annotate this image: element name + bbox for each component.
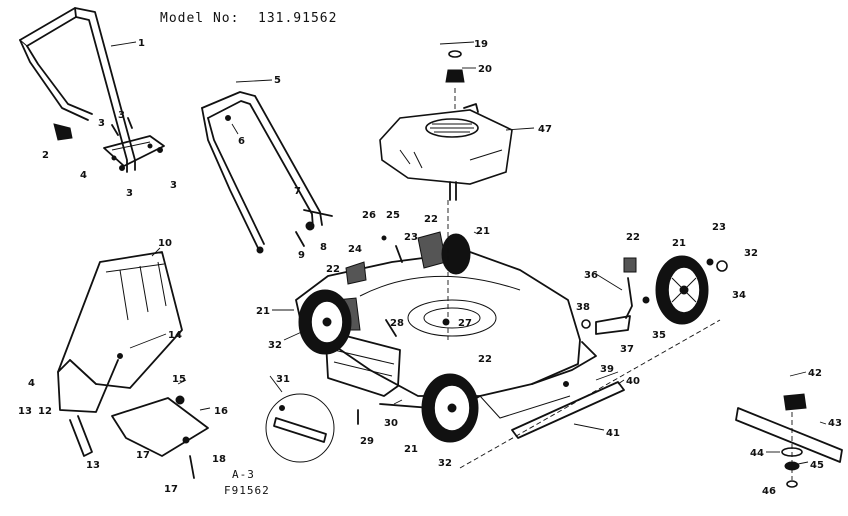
- front-wheel-part: [421, 373, 479, 443]
- blade-assembly-parts-42-46: [735, 393, 843, 488]
- callout-23: 23: [404, 232, 418, 243]
- callout-22: 22: [424, 214, 438, 225]
- handle-fasteners-parts-7-8-9: [295, 209, 333, 247]
- callout-41: 41: [606, 428, 620, 439]
- callout-30: 30: [384, 418, 398, 429]
- callout-39: 39: [600, 364, 614, 375]
- fuel-cap-parts-19-20: [445, 50, 465, 110]
- bolt-part-28: [385, 319, 397, 337]
- callout-3: 3: [126, 188, 133, 199]
- callout-9: 9: [298, 250, 305, 261]
- callout-32: 32: [268, 340, 282, 351]
- handle-knob-part-2: [53, 123, 73, 141]
- callout-32: 32: [744, 248, 758, 259]
- callout-14: 14: [168, 330, 182, 341]
- callout-29: 29: [360, 436, 374, 447]
- callout-27: 27: [458, 318, 472, 329]
- wheel-assembly-part-21: [655, 255, 709, 325]
- callout-31: 31: [276, 374, 290, 385]
- callout-23: 23: [712, 222, 726, 233]
- callout-22: 22: [478, 354, 492, 365]
- blade-alignment-line: [459, 319, 721, 469]
- callout-22: 22: [626, 232, 640, 243]
- callout-13: 13: [18, 406, 32, 417]
- catcher-frame-parts-12-13: [57, 353, 123, 457]
- callout-35: 35: [652, 330, 666, 341]
- callout-15: 15: [172, 374, 186, 385]
- callout-20: 20: [478, 64, 492, 75]
- callout-22: 22: [326, 264, 340, 275]
- callout-4: 4: [80, 170, 87, 181]
- callout-3: 3: [118, 110, 125, 121]
- callout-18: 18: [212, 454, 226, 465]
- callout-16: 16: [214, 406, 228, 417]
- callout-17: 17: [136, 450, 150, 461]
- callout-2: 2: [42, 150, 49, 161]
- callout-10: 10: [158, 238, 172, 249]
- callout-numbers: 1 2 3 3 3 3 4 4 5 6 7 8 9 10 12 13 13 14…: [18, 38, 842, 497]
- callout-47: 47: [538, 124, 552, 135]
- screw-part-26: [381, 235, 387, 241]
- rear-wheel-left-part: [298, 289, 352, 355]
- model-number: 131.91562: [258, 11, 337, 26]
- callout-19: 19: [474, 39, 488, 50]
- view-code: A-3: [232, 468, 255, 481]
- detail-view-part-31: [265, 393, 335, 463]
- callout-25: 25: [386, 210, 400, 221]
- callout-26: 26: [362, 210, 376, 221]
- callout-8: 8: [320, 242, 327, 253]
- callout-21: 21: [476, 226, 490, 237]
- wheel-hardware-parts-22-23-32-34: [623, 257, 728, 273]
- height-adjuster-parts-35-36-37-38: [581, 277, 650, 335]
- callout-34: 34: [732, 290, 746, 301]
- callout-5: 5: [274, 75, 281, 86]
- baffle-parts-39-40-41: [511, 381, 625, 439]
- callout-4: 4: [28, 378, 35, 389]
- handle-bracket-part-4: [103, 135, 165, 167]
- leader-lines: [110, 41, 827, 465]
- callout-32: 32: [438, 458, 452, 469]
- callout-6: 6: [238, 136, 245, 147]
- blade-bolt-part-27: [442, 318, 450, 326]
- callout-21: 21: [404, 444, 418, 455]
- callout-12: 12: [38, 406, 52, 417]
- callout-21: 21: [256, 306, 270, 317]
- callout-36: 36: [584, 270, 598, 281]
- callout-37: 37: [620, 344, 634, 355]
- callout-38: 38: [576, 302, 590, 313]
- callout-40: 40: [626, 376, 640, 387]
- catcher-bracket-part-16: [111, 395, 209, 479]
- callout-44: 44: [750, 448, 764, 459]
- callout-46: 46: [762, 486, 776, 497]
- callout-24: 24: [348, 244, 362, 255]
- model-label: Model No:: [160, 11, 239, 26]
- callout-28: 28: [390, 318, 404, 329]
- callout-7: 7: [294, 186, 301, 197]
- callout-3: 3: [170, 180, 177, 191]
- rear-wheel-right-part: [441, 233, 471, 275]
- lower-handle-part: [201, 91, 323, 254]
- engine-part: [379, 103, 513, 201]
- callout-43: 43: [828, 418, 842, 429]
- callout-21: 21: [672, 238, 686, 249]
- callout-42: 42: [808, 368, 822, 379]
- upper-handle-part: [19, 7, 136, 173]
- callout-17: 17: [164, 484, 178, 495]
- drawing-code: F91562: [224, 484, 270, 497]
- callout-45: 45: [810, 460, 824, 471]
- grass-catcher-bag-part: [57, 251, 183, 389]
- callout-3: 3: [98, 118, 105, 129]
- callout-1: 1: [138, 38, 145, 49]
- callout-13: 13: [86, 460, 100, 471]
